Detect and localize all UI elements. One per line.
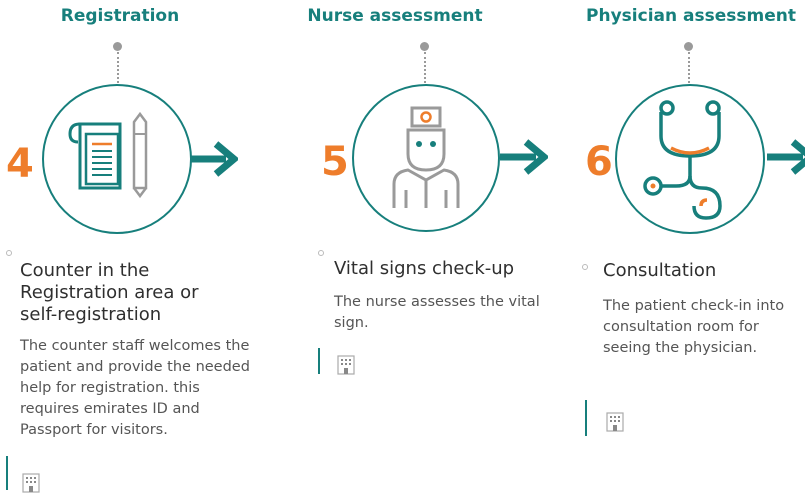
tick-dot — [318, 250, 324, 256]
arrow-right-icon — [767, 139, 805, 175]
accent-line — [585, 400, 587, 436]
pin-dot — [684, 42, 693, 51]
step-nurse-assessment: Nurse assessment 5 Vital signs check-up … — [270, 0, 548, 501]
accent-line — [318, 348, 320, 374]
registration-form-icon — [68, 111, 148, 199]
step-description: The patient check-in into consultation r… — [603, 298, 785, 356]
step-heading: Counter in the Registration area or self… — [20, 260, 199, 325]
step-title: Nurse assessment — [307, 6, 483, 26]
arrow-right-icon — [500, 139, 548, 175]
step-registration: Registration 4 Counter in the Registrati… — [0, 0, 250, 501]
step-physician-assessment: Physician assessment 6 Consultation The … — [555, 0, 805, 501]
step-number: 4 — [6, 141, 34, 187]
step-description: The nurse assesses the vital sign. — [334, 294, 540, 331]
step-description: The counter staff welcomes the patient a… — [20, 338, 250, 438]
building-icon — [22, 473, 40, 493]
tick-dot — [6, 250, 12, 256]
step-title: Physician assessment — [586, 6, 796, 26]
pin-line — [117, 52, 119, 83]
step-heading: Vital signs check-up — [334, 258, 515, 279]
pin-dot — [113, 42, 122, 51]
step-heading: Consultation — [603, 260, 717, 281]
step-number: 6 — [585, 139, 613, 185]
building-icon — [337, 355, 355, 375]
stethoscope-icon — [643, 100, 722, 220]
accent-line — [6, 456, 8, 490]
step-number: 5 — [321, 139, 349, 185]
arrow-right-icon — [190, 141, 238, 177]
tick-dot — [582, 264, 588, 270]
pin-line — [424, 52, 426, 83]
pin-line — [688, 52, 690, 83]
pin-dot — [420, 42, 429, 51]
building-icon — [606, 412, 624, 432]
step-title: Registration — [60, 6, 180, 26]
nurse-icon — [392, 106, 460, 208]
